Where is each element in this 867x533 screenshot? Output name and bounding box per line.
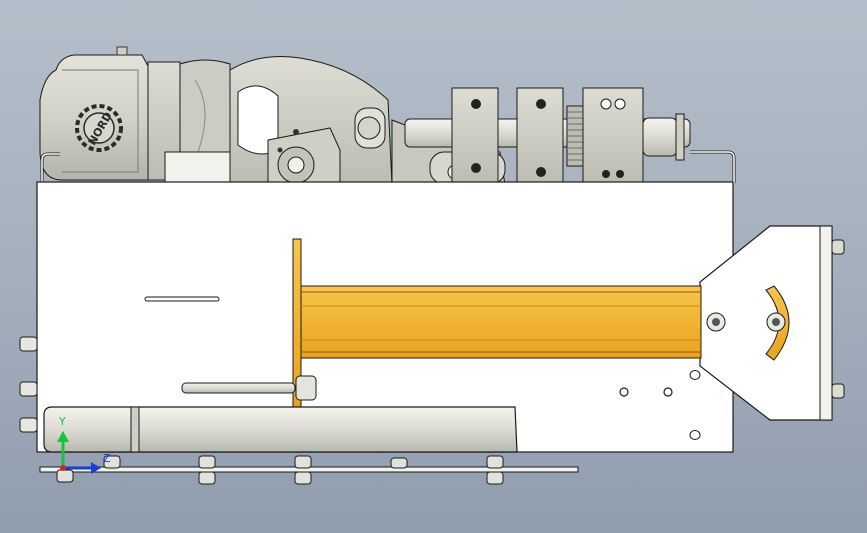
triad-z-label: Z — [103, 452, 111, 465]
nord-logo: NORD — [75, 104, 123, 152]
triad-y-label: Y — [58, 415, 66, 428]
gear-motor: NORD — [39, 46, 393, 186]
shaft-assembly — [40, 87, 736, 186]
triad-z-axis — [60, 465, 66, 471]
bearing-block-3 — [582, 87, 644, 185]
pneumatic-cylinder — [43, 406, 518, 453]
coordinate-triad: Y Z — [57, 415, 111, 474]
orange-linear-rail — [292, 238, 702, 408]
guide-pin — [181, 375, 317, 401]
side-bolts — [19, 336, 38, 433]
bearing-block-1 — [451, 87, 499, 185]
bearing-block-2 — [516, 87, 564, 185]
tensioner-bracket — [699, 225, 845, 421]
base-plate — [39, 455, 579, 485]
